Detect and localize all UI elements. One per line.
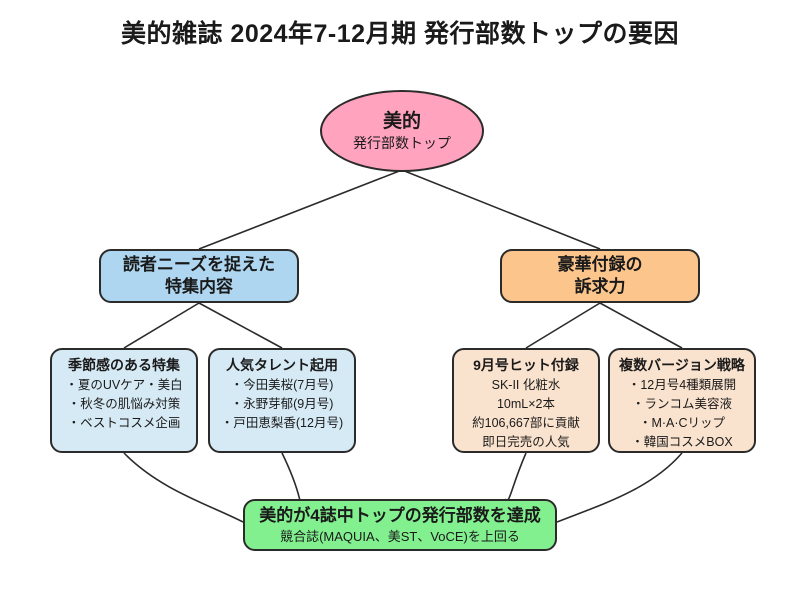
branch-right-line2: 訴求力 bbox=[574, 277, 626, 296]
result-heading: 美的が4誌中トップの発行部数を達成 bbox=[259, 505, 541, 525]
node-detail-september-hit-furoku[interactable]: 9月号ヒット付録 SK-II 化粧水 10mL×2本 約106,667部に貢献 … bbox=[452, 348, 600, 453]
detail-4-item-2: ・ランコム美容液 bbox=[631, 397, 732, 411]
root-sublabel: 発行部数トップ bbox=[353, 134, 451, 151]
branch-left-line2: 特集内容 bbox=[165, 277, 233, 296]
node-detail-popular-talent[interactable]: 人気タレント起用 ・今田美桜(7月号) ・永野芽郁(9月号) ・戸田恵梨香(12… bbox=[208, 348, 356, 453]
detail-1-item-2: ・秋冬の肌悩み対策 bbox=[67, 397, 181, 411]
node-branch-reader-needs[interactable]: 読者ニーズを捉えた 特集内容 bbox=[99, 249, 299, 303]
detail-3-item-1: SK-II 化粧水 bbox=[491, 378, 561, 392]
detail-4-heading: 複数バージョン戦略 bbox=[619, 357, 745, 373]
detail-2-heading: 人気タレント起用 bbox=[226, 357, 338, 373]
edge-branch-left-to-detail-2 bbox=[198, 302, 283, 349]
edge-detail-3-to-result bbox=[504, 452, 527, 502]
page-title: 美的雑誌 2024年7-12月期 発行部数トップの要因 bbox=[120, 20, 680, 48]
node-result-top-circulation[interactable]: 美的が4誌中トップの発行部数を達成 競合誌(MAQUIA、美ST、VoCE)を上… bbox=[243, 499, 557, 551]
detail-4-item-1: ・12月号4種類展開 bbox=[627, 378, 737, 392]
edge-branch-right-to-detail-3 bbox=[525, 302, 601, 349]
edge-detail-2-to-result bbox=[281, 452, 301, 502]
branch-right-line1: 豪華付録の bbox=[557, 255, 643, 274]
detail-2-item-1: ・今田美桜(7月号) bbox=[230, 378, 334, 392]
detail-1-item-3: ・ベストコスメ企画 bbox=[67, 416, 181, 430]
detail-3-heading: 9月号ヒット付録 bbox=[473, 357, 579, 373]
edge-root-to-branch-left bbox=[198, 169, 403, 250]
edge-root-to-branch-right bbox=[401, 169, 601, 250]
result-sublabel: 競合誌(MAQUIA、美ST、VoCE)を上回る bbox=[280, 528, 520, 544]
branch-left-line1: 読者ニーズを捉えた bbox=[122, 255, 276, 274]
detail-2-item-2: ・永野芽郁(9月号) bbox=[230, 397, 334, 411]
edge-detail-1-to-result bbox=[123, 452, 244, 523]
node-root-bitekki[interactable]: 美的 発行部数トップ bbox=[320, 90, 484, 172]
detail-4-item-3: ・M·A·Cリップ bbox=[638, 416, 726, 430]
detail-3-item-4: 即日完売の人気 bbox=[482, 435, 570, 449]
detail-1-heading: 季節感のある特集 bbox=[68, 357, 180, 373]
detail-4-item-4: ・韓国コスメBOX bbox=[631, 435, 733, 449]
detail-1-item-1: ・夏のUVケア・美白 bbox=[65, 378, 183, 392]
detail-3-item-3: 約106,667部に貢献 bbox=[472, 416, 580, 430]
edge-branch-left-to-detail-1 bbox=[123, 302, 200, 349]
node-detail-multi-version-strategy[interactable]: 複数バージョン戦略 ・12月号4種類展開 ・ランコム美容液 ・M·A·Cリップ … bbox=[608, 348, 756, 453]
edge-detail-4-to-result bbox=[556, 452, 683, 523]
node-branch-luxury-furoku[interactable]: 豪華付録の 訴求力 bbox=[500, 249, 700, 303]
detail-3-item-2: 10mL×2本 bbox=[496, 397, 556, 411]
node-detail-seasonal-features[interactable]: 季節感のある特集 ・夏のUVケア・美白 ・秋冬の肌悩み対策 ・ベストコスメ企画 bbox=[50, 348, 198, 453]
root-label: 美的 bbox=[382, 110, 421, 132]
edge-branch-right-to-detail-4 bbox=[599, 302, 683, 349]
detail-2-item-3: ・戸田恵梨香(12月号) bbox=[220, 416, 344, 430]
